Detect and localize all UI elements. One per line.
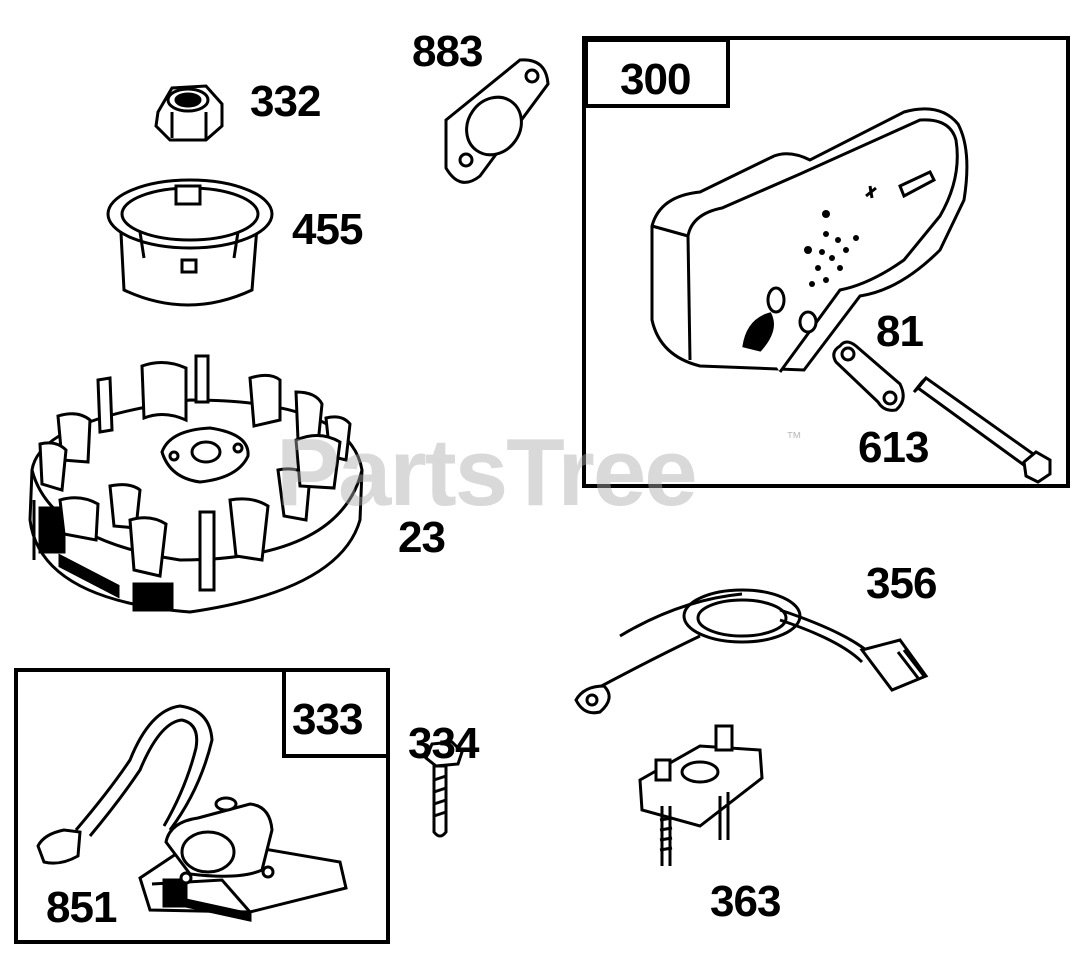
long-screw-613 [912, 375, 1052, 484]
lock-plate-81 [832, 340, 905, 412]
part-label-455: 455 [292, 205, 363, 254]
hex-nut-332 [154, 84, 224, 142]
part-label-81: 81 [876, 307, 924, 356]
ground-wire-356 [574, 588, 929, 715]
part-label-333: 333 [292, 695, 363, 744]
part-label-883: 883 [412, 27, 483, 76]
terminal-block-363 [638, 724, 764, 866]
gasket-883 [444, 58, 550, 184]
watermark: PartsTree [276, 419, 698, 526]
part-label-851: 851 [46, 883, 117, 932]
part-label-332: 332 [250, 77, 321, 126]
part-label-300: 300 [620, 55, 691, 104]
group-box-333 [14, 668, 390, 944]
part-label-356: 356 [866, 559, 937, 608]
part-label-334: 334 [408, 719, 479, 768]
part-label-363: 363 [710, 877, 781, 926]
group-box-300 [582, 36, 1070, 488]
ignition-armature-851 [36, 704, 348, 922]
screw-334 [424, 740, 464, 838]
part-label-613: 613 [858, 423, 929, 472]
flywheel-23 [28, 354, 364, 614]
starter-cup-455 [106, 178, 274, 307]
muffler-300 [650, 107, 969, 373]
part-label-23: 23 [398, 513, 446, 562]
watermark-trademark: ™ [786, 430, 802, 447]
